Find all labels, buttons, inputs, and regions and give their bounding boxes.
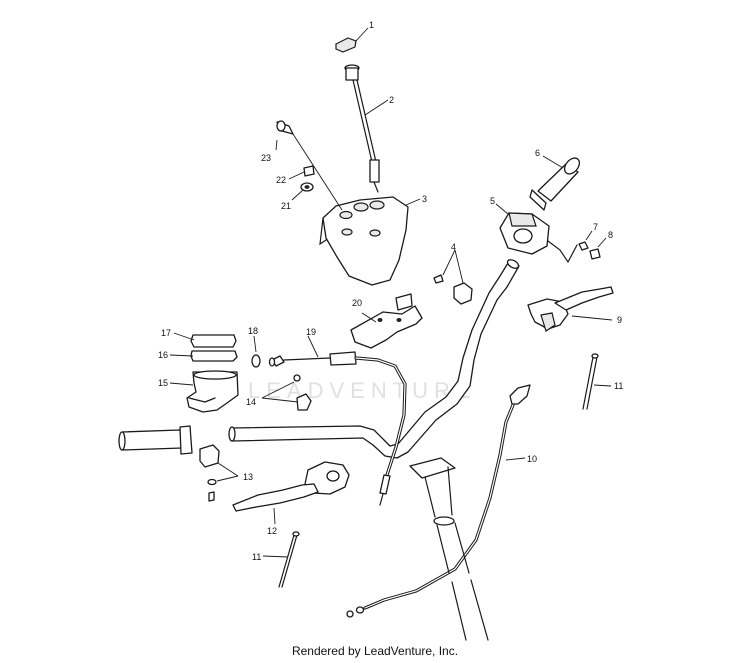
part-8-bushing: [589, 237, 607, 260]
callout-10: 10: [527, 454, 537, 464]
part-21-washer: [291, 182, 314, 201]
callout-6: 6: [535, 148, 540, 158]
callout-7: 7: [593, 222, 598, 232]
leader-23-to-3: [292, 133, 343, 211]
part-15-reservoir-body: [169, 370, 239, 413]
part-22-nut: [288, 165, 315, 180]
part-17-reservoir-cap: [173, 332, 237, 348]
part-11-pin-upper: [582, 353, 612, 410]
callout-2: 2: [389, 95, 394, 105]
callout-16: 16: [158, 350, 168, 360]
part-9-lever: [527, 286, 614, 332]
callout-15: 15: [158, 378, 168, 388]
part-4-clamp: [433, 249, 473, 305]
callout-20: 20: [352, 298, 362, 308]
part-19-cable: [268, 335, 407, 506]
callout-labels: 1 2 3 4 5 6 7 8 9 10 11 11 12 13 14 15 1…: [158, 20, 623, 562]
part-7-screw: [578, 230, 593, 251]
callout-11-lower: 11: [252, 552, 261, 562]
callout-9: 9: [617, 315, 622, 325]
part-1-cap: [335, 27, 369, 53]
part-11-pin-lower: [262, 531, 300, 588]
part-16-gasket: [169, 350, 238, 362]
callout-22: 22: [276, 175, 286, 185]
callout-3: 3: [422, 194, 427, 204]
part-10-cable: [346, 384, 531, 618]
part-20-bracket: [350, 293, 423, 349]
callout-11-upper: 11: [614, 381, 623, 391]
left-grip: [118, 425, 193, 455]
callout-18: 18: [248, 326, 258, 336]
callout-13: 13: [243, 472, 253, 482]
part-6-grip: [529, 155, 581, 211]
part-2-rod: [344, 64, 389, 193]
steering-bracket: [409, 457, 489, 641]
part-13-hardware: [199, 444, 239, 502]
callout-12: 12: [267, 526, 277, 536]
part-5-throttle-housing: [495, 203, 578, 264]
part-23-bolt: [275, 120, 294, 151]
callout-23: 23: [261, 153, 271, 163]
part-18-ring: [251, 335, 261, 368]
callout-21: 21: [281, 201, 291, 211]
callout-19: 19: [306, 327, 316, 337]
part-3-housing: [319, 196, 421, 286]
callout-5: 5: [490, 196, 495, 206]
callout-1: 1: [369, 20, 374, 30]
callout-4: 4: [451, 242, 456, 252]
watermark-text: LEADVENTURE: [248, 378, 477, 403]
part-12-master-lever: [232, 461, 350, 525]
footer-credit: Rendered by LeadVenture, Inc.: [291, 644, 459, 658]
callout-8: 8: [608, 230, 613, 240]
callout-14: 14: [246, 397, 256, 407]
callout-17: 17: [161, 328, 171, 338]
part-14-clamp: [261, 374, 312, 411]
